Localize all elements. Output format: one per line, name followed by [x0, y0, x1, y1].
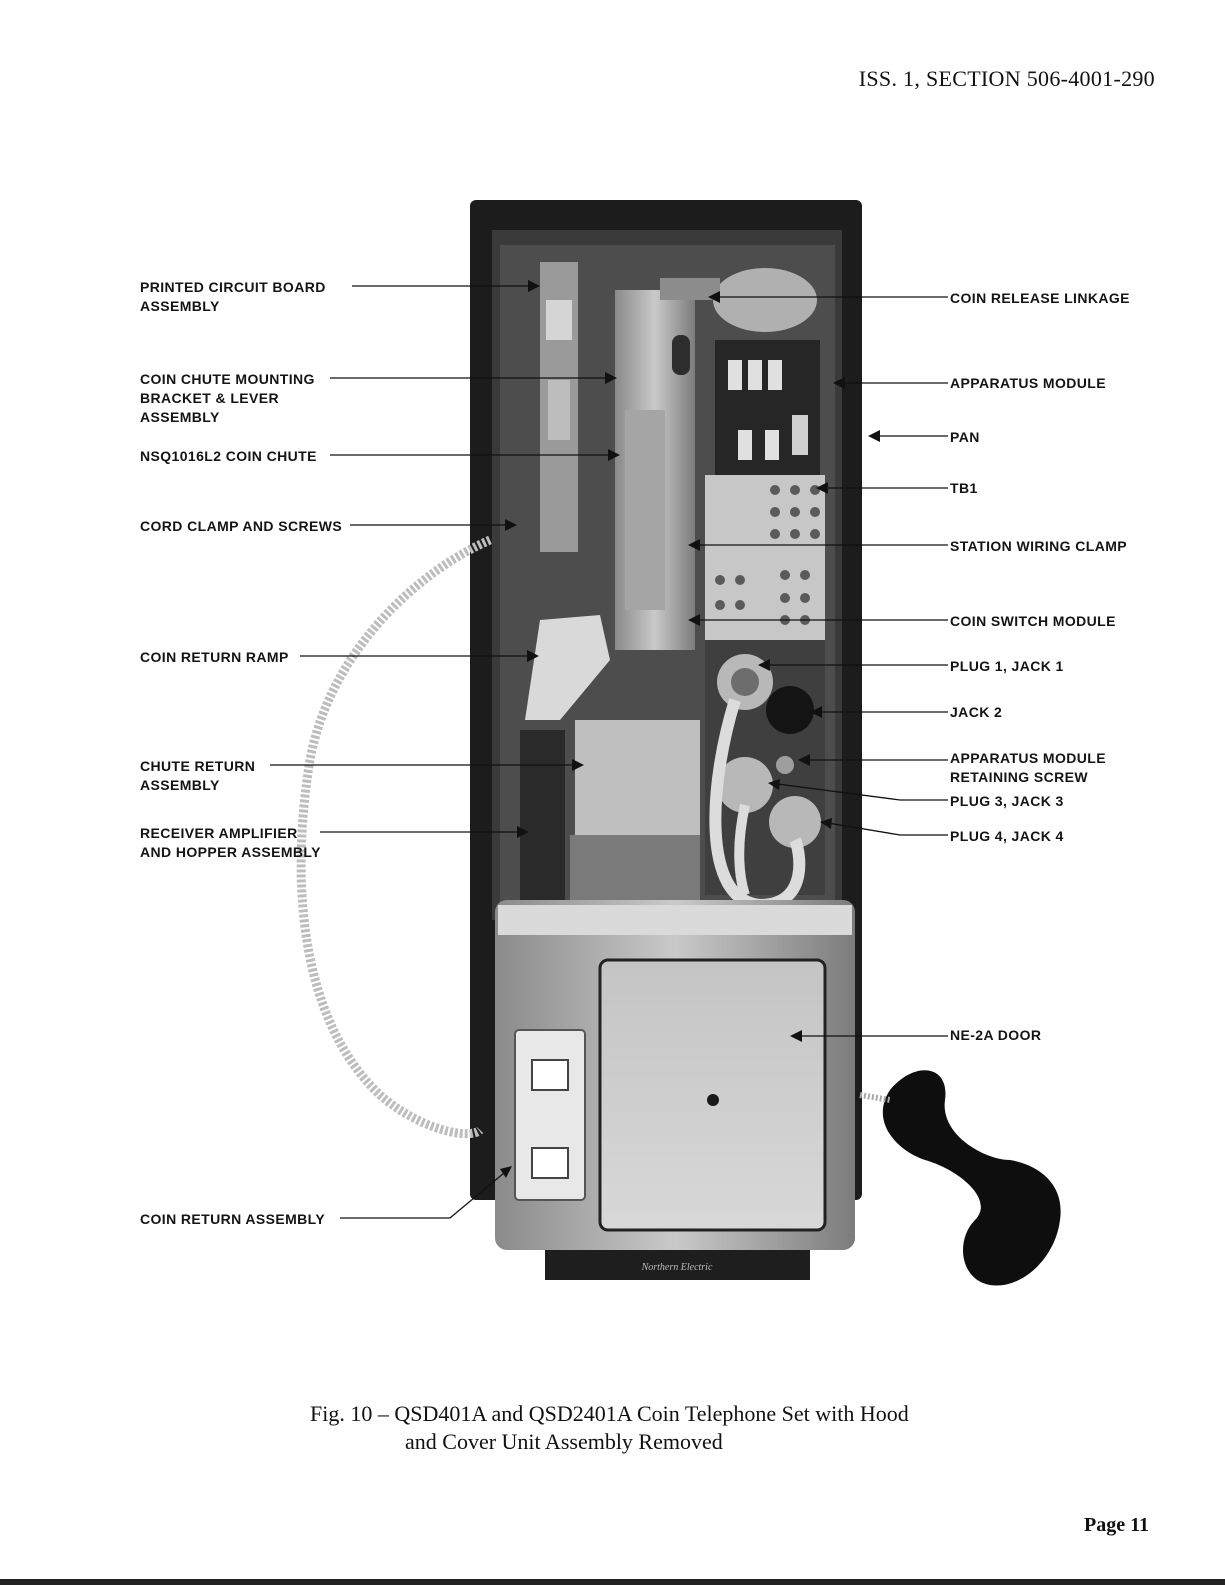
label-plug-1-jack-1: PLUG 1, JACK 1	[950, 658, 1064, 674]
door-lock	[707, 1094, 719, 1106]
label-coin-return-ramp: COIN RETURN RAMP	[140, 649, 289, 665]
label-chute-return-assembly: CHUTE RETURN ASSEMBLY	[140, 758, 256, 793]
label-cord-clamp: CORD CLAMP AND SCREWS	[140, 518, 343, 534]
label-plug-3-jack-3: PLUG 3, JACK 3	[950, 793, 1064, 809]
retaining-screw	[776, 756, 794, 774]
label-receiver-amplifier: RECEIVER AMPLIFIER AND HOPPER ASSEMBLY	[140, 825, 321, 860]
label-printed-circuit-board: PRINTED CIRCUIT BOARD ASSEMBLY	[140, 279, 326, 314]
label-coin-release-linkage: COIN RELEASE LINKAGE	[950, 290, 1130, 306]
label-jack-2: JACK 2	[950, 704, 1003, 720]
section-header: ISS. 1, SECTION 506-4001-290	[858, 66, 1155, 91]
caption-line-2: and Cover Unit Assembly Removed	[405, 1429, 723, 1454]
chute-return-assembly	[575, 720, 700, 835]
plug-4-jack-4	[769, 796, 821, 848]
terminal-block-tb1	[705, 475, 825, 640]
bottom-rule	[0, 1579, 1225, 1585]
brand-plate-bar	[545, 1250, 810, 1280]
coin-return-ramp	[525, 615, 610, 720]
label-retaining-screw: APPARATUS MODULE RETAINING SCREW	[950, 750, 1106, 785]
handset	[882, 1070, 1061, 1286]
caption-line-1: Fig. 10 – QSD401A and QSD2401A Coin Tele…	[310, 1401, 909, 1426]
label-station-wiring-clamp: STATION WIRING CLAMP	[950, 538, 1128, 554]
label-coin-chute: NSQ1016L2 COIN CHUTE	[140, 448, 317, 464]
label-plug-4-jack-4: PLUG 4, JACK 4	[950, 828, 1064, 844]
brand-plate: Northern Electric	[641, 1262, 713, 1273]
bell	[713, 268, 817, 332]
page-number: Page 11	[1084, 1514, 1149, 1536]
label-apparatus-module: APPARATUS MODULE	[950, 375, 1106, 391]
coin-chute	[625, 410, 665, 610]
hopper-assembly	[570, 835, 700, 905]
label-coin-switch-module: COIN SWITCH MODULE	[950, 613, 1116, 629]
plug-3-jack-3	[717, 757, 773, 813]
label-coin-chute-mounting-bracket: COIN CHUTE MOUNTING BRACKET & LEVER ASSE…	[140, 371, 315, 425]
figure-caption: Fig. 10 – QSD401A and QSD2401A Coin Tele…	[310, 1400, 909, 1456]
label-coin-return-assembly: COIN RETURN ASSEMBLY	[140, 1211, 326, 1227]
label-tb1: TB1	[950, 480, 978, 496]
label-ne-2a-door: NE-2A DOOR	[950, 1027, 1042, 1043]
label-pan: PAN	[950, 429, 980, 445]
jack-2	[766, 686, 814, 734]
armored-cord	[296, 535, 492, 1139]
